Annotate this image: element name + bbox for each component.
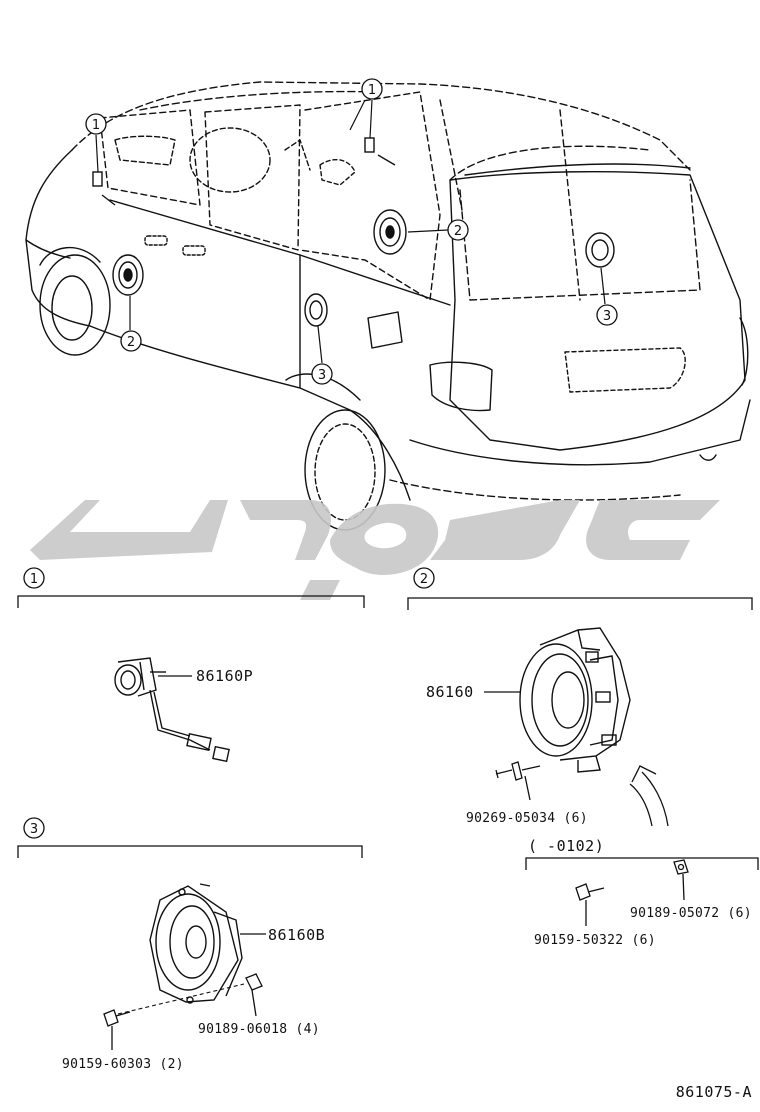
svg-text:1: 1 xyxy=(30,572,38,587)
section-2: 2 86160 90269-05034 (6) xyxy=(407,567,759,948)
part-90159-60303-label: 90159-60303 (2) xyxy=(62,1057,184,1072)
speaker-86160B xyxy=(149,883,243,1004)
part-90159-50322-label: 90159-50322 (6) xyxy=(534,933,656,948)
van-speaker-back-door xyxy=(585,232,615,268)
svg-text:3: 3 xyxy=(318,368,326,383)
callout-1-pillar-tweeter: 1 xyxy=(361,78,383,100)
svg-text:2: 2 xyxy=(420,572,428,587)
svg-text:2: 2 xyxy=(454,224,462,239)
van-illustration xyxy=(25,81,751,531)
svg-text:3: 3 xyxy=(30,822,38,837)
svg-text:2: 2 xyxy=(127,335,135,350)
speaker-86160 xyxy=(519,627,631,773)
part-90269-05034-label: 90269-05034 (6) xyxy=(466,811,588,826)
watermark-logo xyxy=(30,500,720,600)
tweeter-86160P xyxy=(114,657,230,763)
screw-90159-60303 xyxy=(103,1009,131,1050)
callout-2-front-door: 2 xyxy=(120,330,142,352)
part-86160-label: 86160 xyxy=(426,683,474,701)
callout-leaders xyxy=(95,99,606,364)
part-86160P-label: 86160P xyxy=(196,667,253,685)
figure-id: 861075-A xyxy=(676,1083,752,1101)
nut-90189-05072 xyxy=(673,859,689,901)
part-90189-05072-label: 90189-05072 (6) xyxy=(630,906,752,921)
range-label: ( -0102) xyxy=(528,837,604,855)
nut-90189-06018 xyxy=(245,973,263,1017)
callout-1-front-tweeter: 1 xyxy=(85,113,107,135)
curved-arrow xyxy=(629,765,669,827)
screw-90269-05034 xyxy=(495,761,541,801)
svg-text:1: 1 xyxy=(92,118,100,133)
van-tweeter-pillar xyxy=(364,137,396,166)
van-speaker-sliding-door xyxy=(304,293,328,327)
callout-2-rear-quarter: 2 xyxy=(447,219,469,241)
svg-text:1: 1 xyxy=(368,83,376,98)
section-3: 3 86160B 90189-06018 (4) 90159-60303 xyxy=(17,817,363,1072)
callout-3-back-door: 3 xyxy=(596,304,618,326)
part-86160B-label: 86160B xyxy=(268,926,325,944)
screw-90159-50322 xyxy=(575,883,605,926)
svg-text:3: 3 xyxy=(603,309,611,324)
van-speaker-front-door xyxy=(112,254,144,296)
section-2-subsection: ( -0102) 90189-05072 (6) 90159-50322 (6) xyxy=(525,837,759,948)
callout-3-sliding-door: 3 xyxy=(311,363,333,385)
section-1: 1 86160P xyxy=(17,567,365,763)
part-90189-06018-label: 90189-06018 (4) xyxy=(198,1022,320,1037)
van-speaker-rear-quarter xyxy=(373,209,407,255)
